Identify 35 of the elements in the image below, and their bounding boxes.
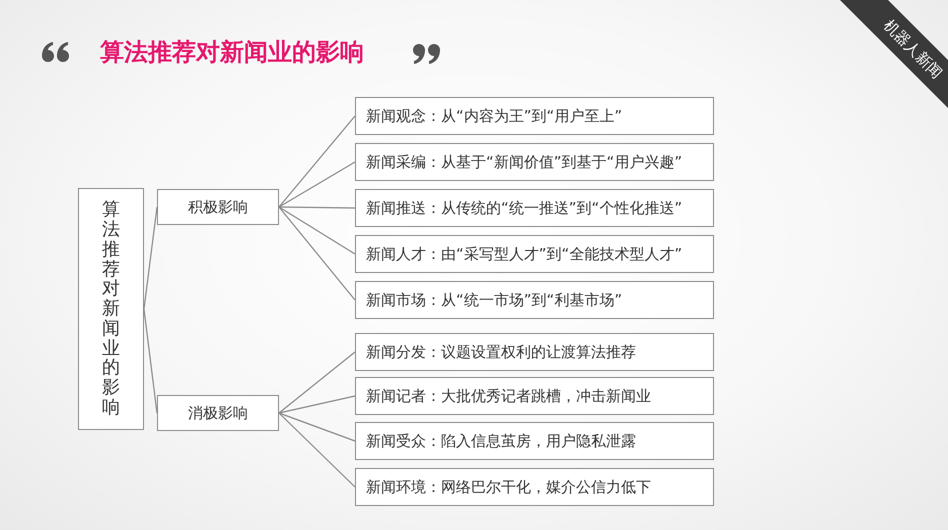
category-box <box>157 395 279 431</box>
ribbon-text: 机器人新闻 <box>880 16 946 82</box>
connector-line <box>278 395 356 414</box>
item-box <box>355 377 714 415</box>
item-box <box>355 333 714 371</box>
node-text: 新闻采编：从基于“新闻价值”到基于“用户兴趣” <box>366 152 682 172</box>
connector-line <box>278 206 356 254</box>
item-box <box>355 97 714 135</box>
category-box <box>157 189 279 225</box>
connector-line <box>278 161 356 208</box>
node-text: 消极影响 <box>188 404 248 422</box>
item-box <box>355 281 714 319</box>
node-text: 新闻受众：陷入信息茧房，用户隐私泄露 <box>366 432 636 450</box>
node-text: 新闻推送：从传统的“统一推送”到“个性化推送” <box>366 198 682 218</box>
node-text: 新闻人才：由“采写型人才”到“全能技术型人才” <box>366 244 682 264</box>
node-text: 算法推荐对新闻业的影响 <box>102 200 120 418</box>
node-text: 新闻观念：从“内容为王”到“用户至上” <box>366 106 622 126</box>
node-text: 新闻环境：网络巴尔干化，媒介公信力低下 <box>366 478 651 496</box>
connector-line <box>278 412 356 488</box>
item-box <box>355 189 714 227</box>
node-text: 新闻分发：议题设置权利的让渡算法推荐 <box>366 342 636 362</box>
connector-line <box>278 116 356 208</box>
topic-box <box>78 188 144 430</box>
item-box <box>355 422 714 460</box>
title: 算法推荐对新闻业的影响 <box>100 37 364 68</box>
item-box <box>355 468 714 506</box>
node-text: 新闻记者：大批优秀记者跳槽，冲击新闻业 <box>366 386 651 406</box>
connector-line <box>279 206 355 209</box>
node-text: 积极影响 <box>188 198 248 216</box>
connector-line <box>278 412 356 442</box>
connector-line <box>278 352 356 414</box>
connector-line <box>278 206 356 300</box>
node-text: 新闻市场：从“统一市场”到“利基市场” <box>366 290 622 310</box>
item-box <box>355 235 714 273</box>
item-box <box>355 143 714 181</box>
